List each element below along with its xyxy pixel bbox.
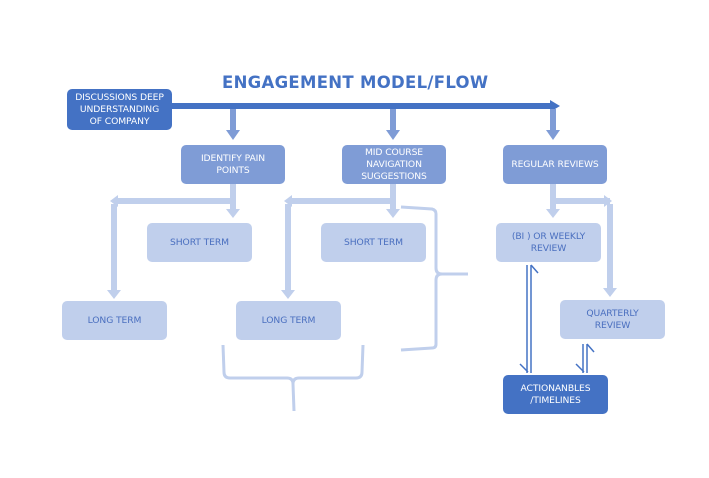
node-mid-course-navigation[interactable]: MID COURSE NAVIGATION SUGGESTIONS: [342, 145, 446, 184]
level2-drop-arrows: [226, 109, 560, 140]
page-title: ENGAGEMENT MODEL/FLOW: [222, 73, 489, 92]
node-weekly-review[interactable]: (BI ) OR WEEKLY REVIEW: [496, 223, 601, 262]
feedback-arrows: [519, 264, 595, 373]
node-short-term-1[interactable]: SHORT TERM: [147, 223, 252, 262]
node-discussions[interactable]: DISCUSSIONS DEEP UNDERSTANDING OF COMPAN…: [67, 89, 172, 130]
node-quarterly-review[interactable]: QUARTERLY REVIEW: [560, 300, 665, 339]
node-short-term-2[interactable]: SHORT TERM: [321, 223, 426, 262]
node-regular-reviews[interactable]: REGULAR REVIEWS: [503, 145, 607, 184]
node-identify-pain-points[interactable]: IDENTIFY PAIN POINTS: [181, 145, 285, 184]
bottom-brace: [221, 344, 365, 412]
branch-arrows: [107, 184, 617, 299]
node-actionables-timelines[interactable]: ACTIONANBLES /TIMELINES: [503, 375, 608, 414]
right-brace: [400, 205, 468, 352]
node-long-term-2[interactable]: LONG TERM: [236, 301, 341, 340]
node-long-term-1[interactable]: LONG TERM: [62, 301, 167, 340]
